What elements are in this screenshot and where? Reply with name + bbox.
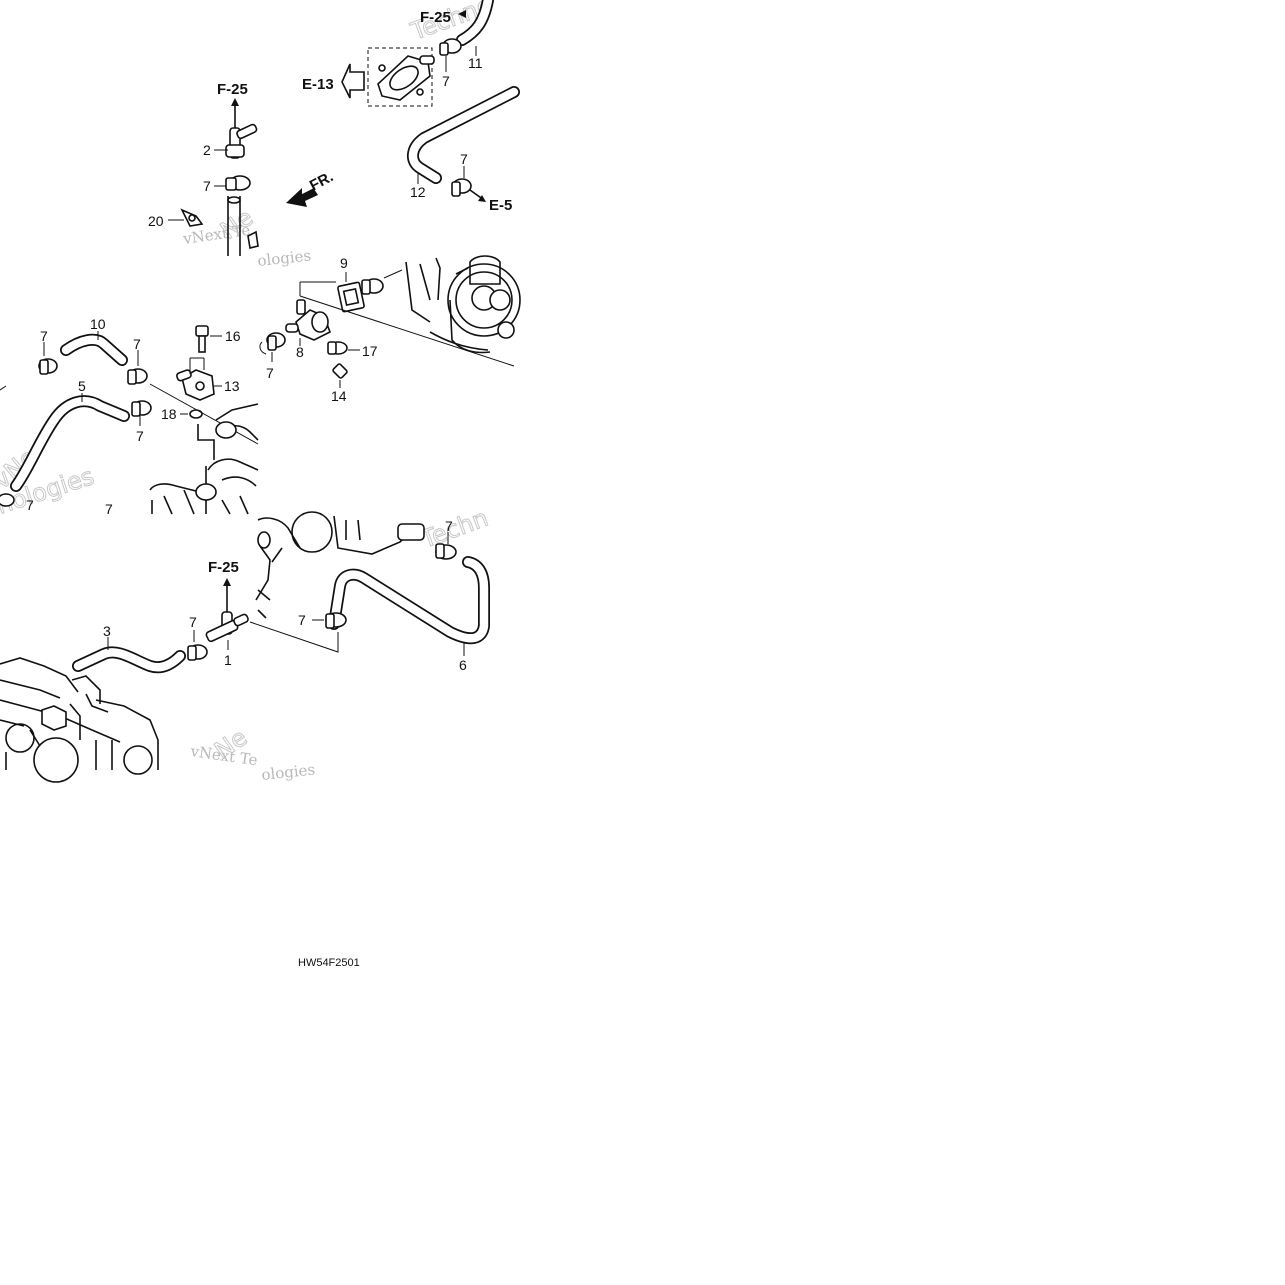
callout-16: 16 xyxy=(225,328,241,344)
callout-13: 13 xyxy=(224,378,240,394)
ref-e13: E-13 xyxy=(302,76,334,93)
callout-9: 9 xyxy=(340,255,348,271)
thermostat-housing xyxy=(377,55,435,101)
callout-6: 6 xyxy=(459,657,467,673)
panel-bottom-right: 7 6 7 xyxy=(249,511,490,673)
clamp-7-a xyxy=(225,175,251,191)
clamp-7-k xyxy=(187,644,208,661)
bolt-16 xyxy=(195,325,209,353)
clamp-17 xyxy=(327,341,348,355)
nut-14 xyxy=(332,363,348,379)
watermark-techno-mid: Techn xyxy=(417,504,492,554)
callout-7-c: 7 xyxy=(460,151,468,167)
callout-1: 1 xyxy=(224,652,232,668)
intake-manifold xyxy=(0,657,159,783)
panel-top-right: F-25 11 7 E-13 12 xyxy=(302,0,520,214)
callout-7-lower-right: 7 xyxy=(298,612,306,628)
callout-7-j: 7 xyxy=(266,365,274,381)
callout-7-e: 7 xyxy=(133,336,141,352)
water-pump-engine xyxy=(405,255,521,354)
callout-7-a: 7 xyxy=(203,178,211,194)
engine-block-lower xyxy=(255,511,425,619)
e13-arrow xyxy=(341,63,365,99)
front-direction-arrow xyxy=(286,188,318,207)
clip-20 xyxy=(180,208,204,227)
clamp-7-upper-right xyxy=(435,543,457,560)
tee-joint-1 xyxy=(205,611,249,643)
callout-14: 14 xyxy=(331,388,347,404)
ref-f25-top-right: F-25 xyxy=(420,9,451,26)
callout-7-upper-right: 7 xyxy=(445,518,453,534)
watermark-ologies-1: ologies xyxy=(257,246,312,270)
callout-7-b: 7 xyxy=(442,73,450,89)
clamp-7-b xyxy=(439,38,462,56)
tee-joint-2 xyxy=(225,123,258,159)
diagram-code: HW54F2501 xyxy=(298,957,360,969)
callout-18: 18 xyxy=(161,406,177,422)
clamp-7-d xyxy=(38,358,58,375)
callout-7-h: 7 xyxy=(105,501,113,517)
callout-7-f: 7 xyxy=(136,428,144,444)
callout-7-g: 7 xyxy=(26,497,34,513)
callout-12: 12 xyxy=(410,184,426,200)
clamp-7-i xyxy=(361,278,384,295)
o-ring-18 xyxy=(189,409,203,419)
callout-2: 2 xyxy=(203,142,211,158)
engine-block-middle xyxy=(149,403,259,515)
clamp-7-c xyxy=(451,178,472,197)
clamp-7-g xyxy=(0,493,15,507)
callout-7-k: 7 xyxy=(189,614,197,630)
callout-5: 5 xyxy=(78,378,86,394)
water-pipe-8 xyxy=(285,299,332,341)
callout-10: 10 xyxy=(90,316,106,332)
panel-middle-right: 9 8 7 17 xyxy=(259,255,521,404)
panel-bottom-left: F-25 1 7 3 xyxy=(0,559,249,783)
callout-17: 17 xyxy=(362,343,378,359)
callout-20: 20 xyxy=(148,213,164,229)
clamp-7-f xyxy=(131,400,152,417)
clamp-7-e xyxy=(127,368,148,385)
callout-11: 11 xyxy=(468,55,483,71)
gasket-9 xyxy=(337,281,365,313)
watermark-ologies-2: ologies xyxy=(261,760,316,784)
callout-7-d: 7 xyxy=(40,328,48,344)
water-outlet-13 xyxy=(176,369,215,401)
panel-middle-left: 10 7 7 5 7 7 7 xyxy=(0,316,259,517)
callout-8: 8 xyxy=(296,344,304,360)
ref-e5: E-5 xyxy=(489,197,512,214)
clamp-7-j xyxy=(259,332,286,355)
ref-f25-bottom: F-25 xyxy=(208,559,239,576)
ref-f25-top-left: F-25 xyxy=(217,81,248,98)
clamp-7-lower-right xyxy=(325,612,347,629)
callout-3: 3 xyxy=(103,623,111,639)
